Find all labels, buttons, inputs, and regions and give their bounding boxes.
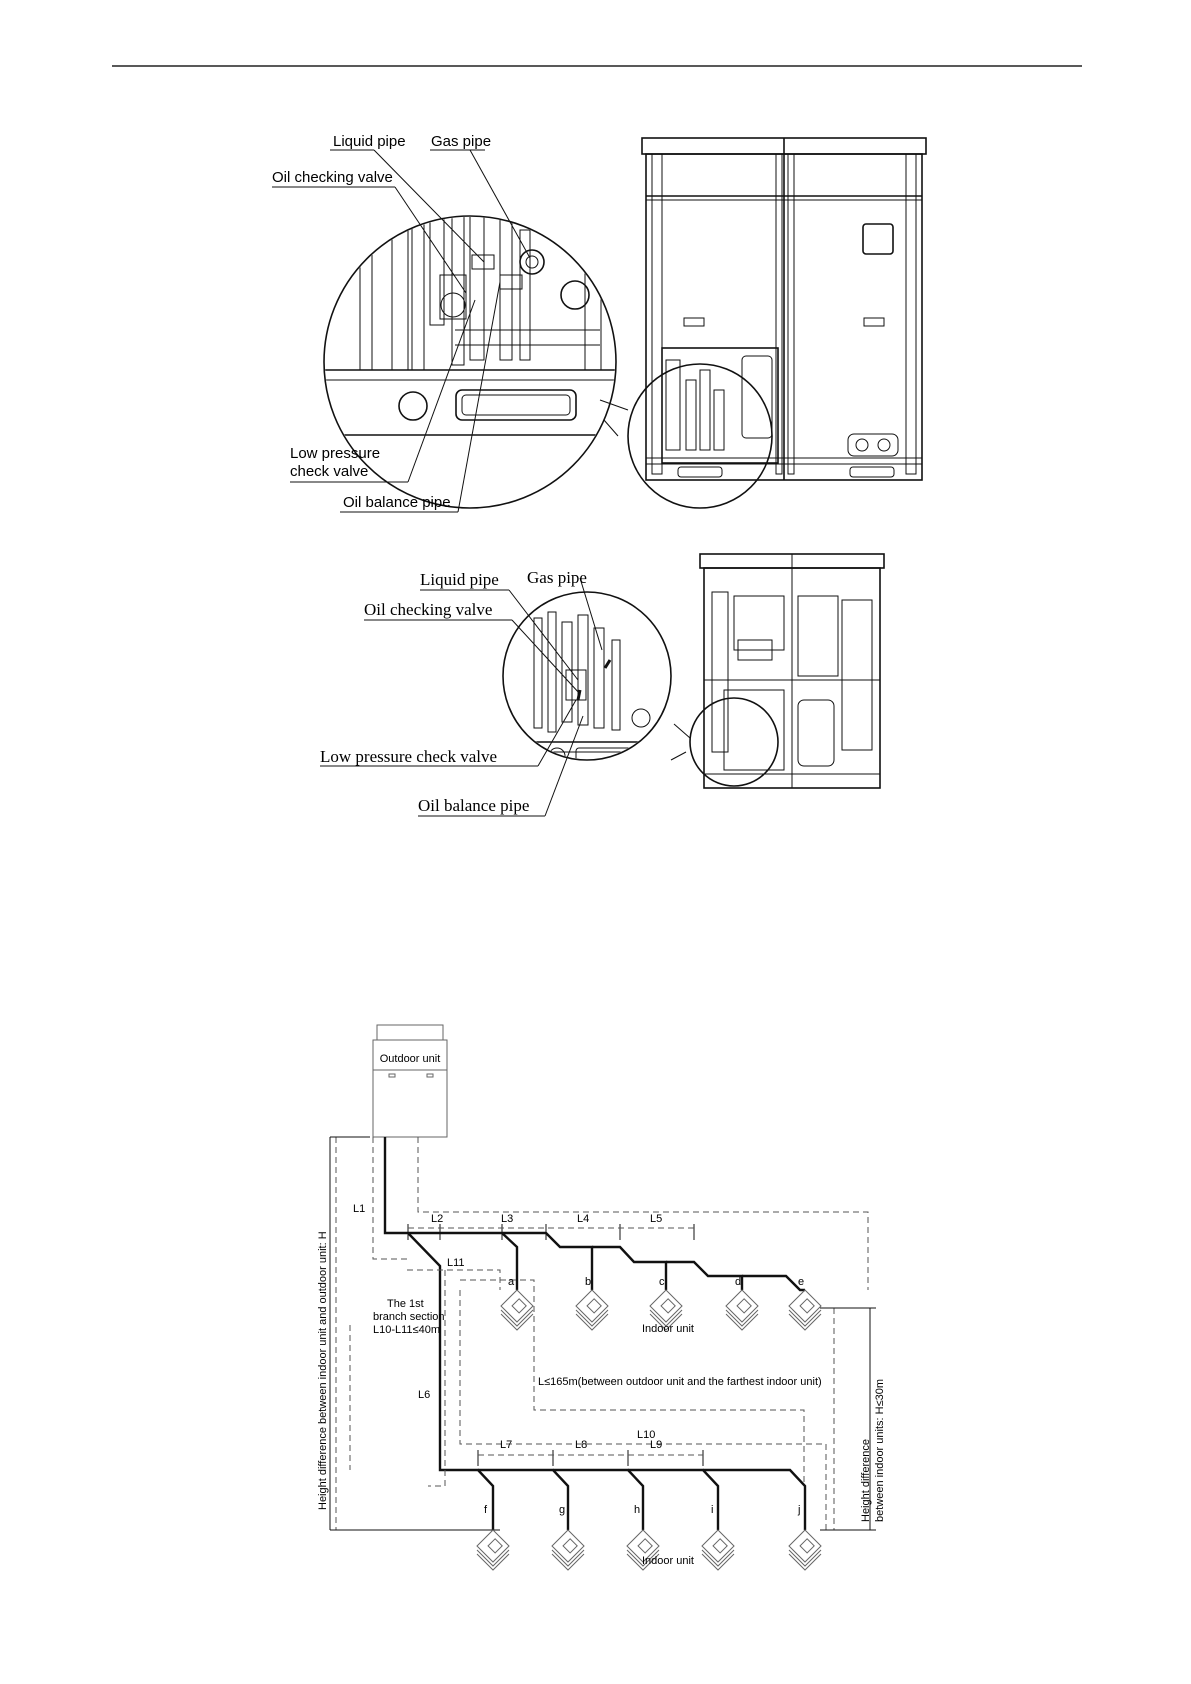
indoor-unit-bottom-label: Indoor unit xyxy=(642,1555,694,1567)
segment-label-L5: L5 xyxy=(650,1213,662,1225)
unit-letter-j: j xyxy=(797,1504,800,1516)
height-diff-right-line2: between indoor units: H≤30m xyxy=(874,1379,886,1522)
unit-letter-a: a xyxy=(508,1276,515,1288)
indoor-unit-icon-g xyxy=(551,1529,585,1571)
figure-1-unit-drawing xyxy=(599,137,927,509)
figure-2-magnified-view xyxy=(502,591,672,761)
segment-label-L11: L11 xyxy=(447,1257,465,1269)
unit-letter-h: h xyxy=(634,1504,640,1516)
label-oil-checking-valve-2: Oil checking valve xyxy=(364,600,492,619)
pipe-to-unit-g xyxy=(478,1468,570,1530)
pipe-to-unit-e xyxy=(742,1274,805,1292)
first-branch-line1: The 1st xyxy=(387,1298,424,1310)
pipe-to-unit-h xyxy=(553,1468,645,1530)
segment-label-L4: L4 xyxy=(577,1213,589,1225)
label-liquid-pipe-1: Liquid pipe xyxy=(333,133,406,150)
height-diff-left-label: Height difference between indoor unit an… xyxy=(317,1231,329,1510)
unit-letter-c: c xyxy=(659,1276,665,1288)
segment-label-L6: L6 xyxy=(418,1389,430,1401)
indoor-unit-icon-e xyxy=(788,1289,822,1331)
unit-letter-b: b xyxy=(585,1276,591,1288)
segment-label-L8: L8 xyxy=(575,1439,587,1451)
unit-letter-d: d xyxy=(735,1276,741,1288)
pipe-to-unit-b xyxy=(502,1231,594,1290)
unit-letter-i: i xyxy=(711,1504,713,1516)
segment-label-L1: L1 xyxy=(353,1203,365,1215)
outdoor-unit-label: Outdoor unit xyxy=(380,1053,441,1065)
segment-label-L9: L9 xyxy=(650,1439,662,1451)
label-low-pressure-check-valve-2: Low pressure check valve xyxy=(320,747,497,766)
pipe-to-unit-i xyxy=(628,1468,720,1530)
unit-letter-g: g xyxy=(559,1504,565,1516)
pipe-to-unit-j xyxy=(703,1468,807,1530)
first-branch-line2: branch section xyxy=(373,1311,445,1323)
main-pipe-trunk xyxy=(383,1137,495,1530)
figure-2-unit-drawing xyxy=(670,553,885,789)
unit-letter-f: f xyxy=(484,1504,488,1516)
pipe-to-unit-a xyxy=(408,1231,519,1290)
height-diff-right-line1: Height difference xyxy=(860,1439,872,1522)
unit-letter-e: e xyxy=(798,1276,804,1288)
max-length-note: L≤165m(between outdoor unit and the fart… xyxy=(538,1376,822,1388)
indoor-unit-icons xyxy=(476,1289,822,1571)
indoor-unit-icon-h xyxy=(626,1529,660,1571)
indoor-unit-icon-j xyxy=(788,1529,822,1571)
indoor-unit-icon-b xyxy=(575,1289,609,1331)
indoor-unit-icon-f xyxy=(476,1529,510,1571)
outdoor-unit-box: Outdoor unit xyxy=(372,1024,448,1138)
indoor-unit-icon-d xyxy=(725,1289,759,1331)
figure-2-outdoor-unit-pipes: Liquid pipe Gas pipe Oil checking valve … xyxy=(320,553,885,817)
segment-label-L3: L3 xyxy=(501,1213,513,1225)
segment-label-L7: L7 xyxy=(500,1439,512,1451)
segment-label-L2: L2 xyxy=(431,1213,443,1225)
label-oil-balance-pipe-1: Oil balance pipe xyxy=(343,494,451,511)
label-low-pressure-line1: Low pressure xyxy=(290,445,380,462)
pipe-to-unit-d xyxy=(666,1260,744,1290)
label-liquid-pipe-2: Liquid pipe xyxy=(420,570,499,589)
dimension-ticks xyxy=(329,1136,876,1531)
indoor-unit-icon-c xyxy=(649,1289,683,1331)
label-gas-pipe-2: Gas pipe xyxy=(527,568,587,587)
figure-3-piping-layout: Outdoor unit xyxy=(317,1024,886,1571)
indoor-unit-icon-i xyxy=(701,1529,735,1571)
first-branch-line3: L10-L11≤40m xyxy=(373,1324,440,1336)
pipe-to-unit-c xyxy=(592,1245,668,1290)
label-oil-balance-pipe-2: Oil balance pipe xyxy=(418,796,529,815)
indoor-unit-icon-a xyxy=(500,1289,534,1331)
figure-1-magnified-view xyxy=(323,215,617,509)
indoor-unit-top-label: Indoor unit xyxy=(642,1323,694,1335)
segment-label-L10: L10 xyxy=(637,1429,655,1441)
label-low-pressure-line2: check valve xyxy=(290,463,368,480)
label-gas-pipe-1: Gas pipe xyxy=(431,133,491,150)
label-oil-checking-valve-1: Oil checking valve xyxy=(272,169,393,186)
figure-1-outdoor-unit-pipes: Liquid pipe Gas pipe Oil checking valve … xyxy=(272,133,927,513)
